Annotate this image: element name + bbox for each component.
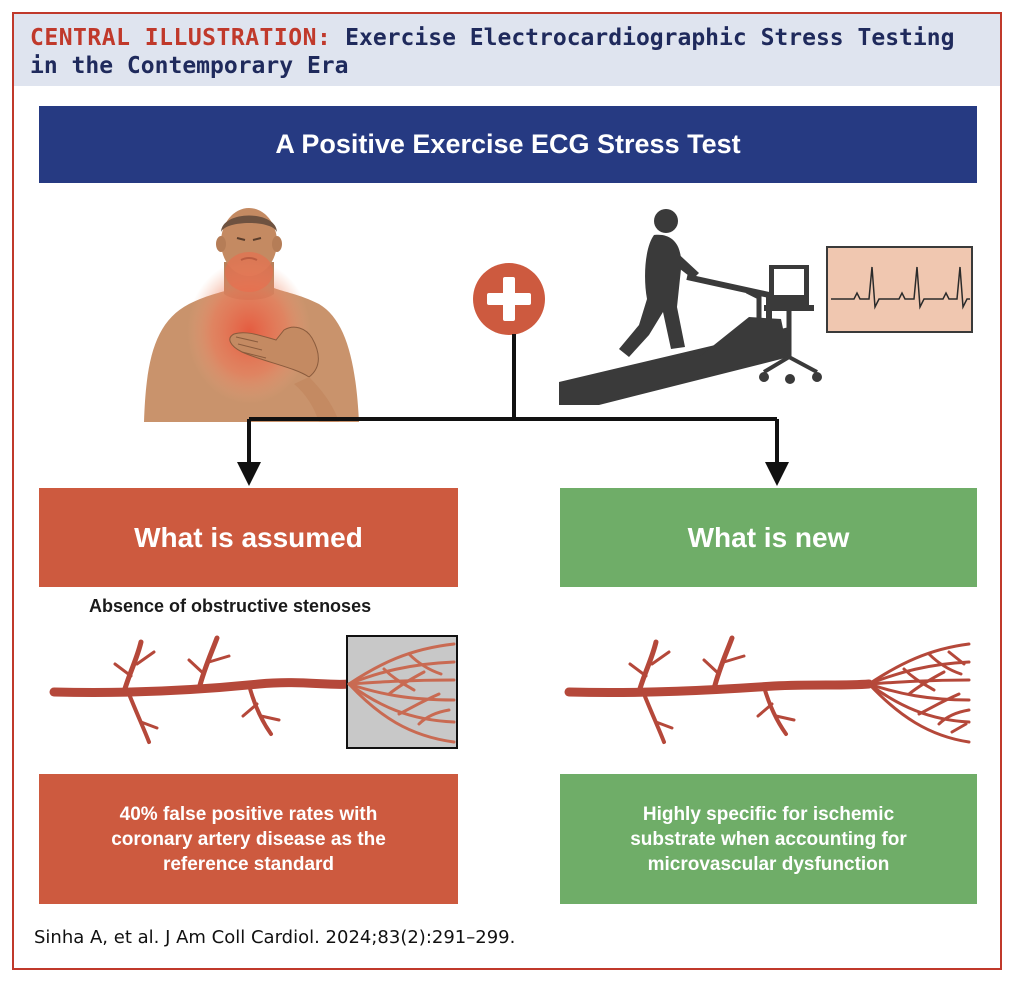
illustration-frame: CENTRAL ILLUSTRATION: Exercise Electroca… [12, 12, 1002, 970]
treadmill-ecg-icon [559, 209, 973, 405]
header-title-line: CENTRAL ILLUSTRATION: Exercise Electroca… [30, 24, 984, 80]
banner-title: A Positive Exercise ECG Stress Test [39, 106, 977, 183]
header-title: Exercise Electrocardiographic Stress Tes… [30, 25, 955, 79]
header-tag: CENTRAL ILLUSTRATION: [30, 25, 332, 51]
branch-connector [237, 334, 789, 486]
false-positive-finding: 40% false positive rates with coronary a… [39, 774, 458, 904]
specificity-finding: Highly specific for ischemic substrate w… [560, 774, 977, 904]
assumed-heading: What is assumed [39, 488, 458, 587]
citation: Sinha A, et al. J Am Coll Cardiol. 2024;… [34, 927, 516, 948]
plus-circle-icon [473, 263, 545, 335]
new-heading: What is new [560, 488, 977, 587]
header: CENTRAL ILLUSTRATION: Exercise Electroca… [14, 14, 1000, 86]
vessel-new-icon [564, 635, 971, 744]
stenosis-label: Absence of obstructive stenoses [89, 596, 372, 616]
patient-chest-pain-icon [144, 208, 359, 422]
vessel-assumed-icon [49, 635, 458, 749]
